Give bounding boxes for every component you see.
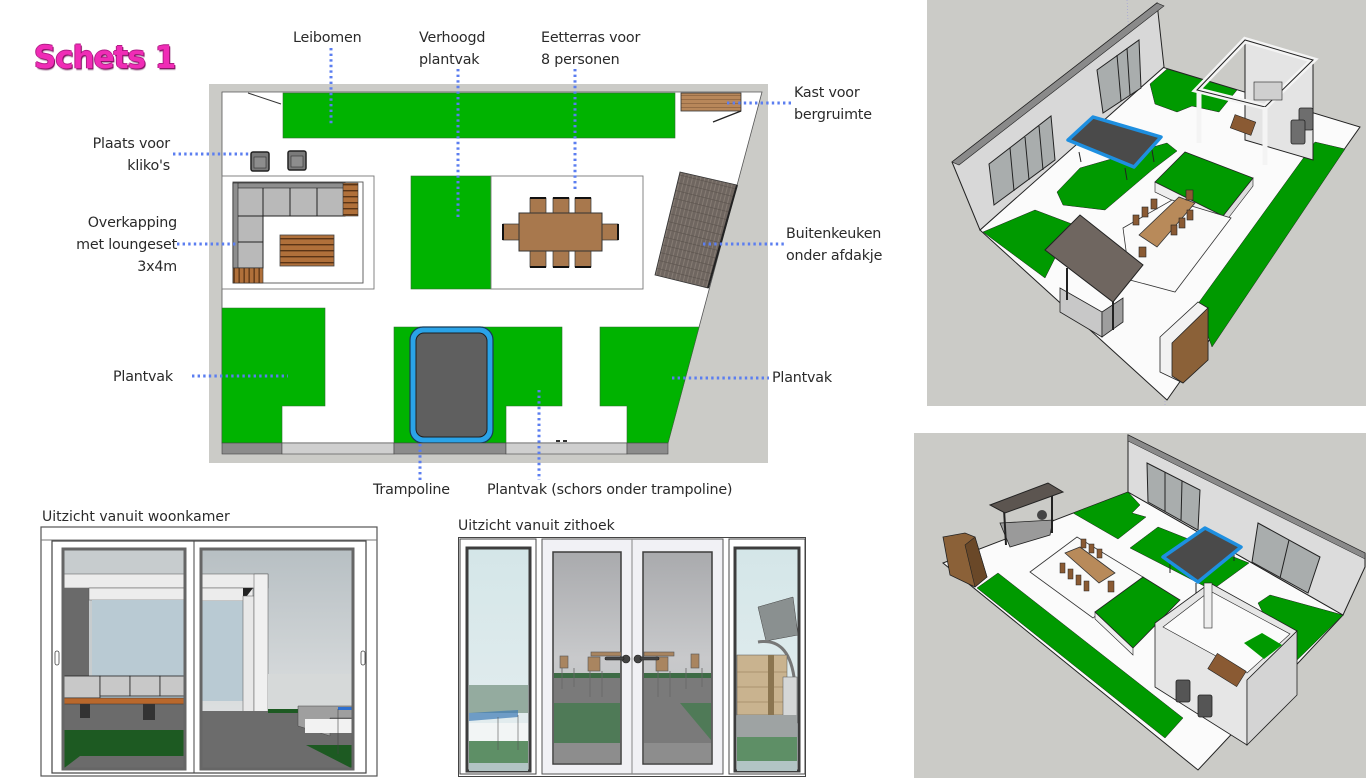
render-bottom-house-wall — [1127, 434, 1366, 616]
leibomen-bed — [282, 92, 676, 139]
dining-table — [518, 212, 603, 252]
render-bottom-trampoline — [1161, 526, 1243, 593]
label-plantvak-schors: Plantvak (schors onder trampoline) — [487, 482, 733, 498]
render-bottom-bins — [1175, 679, 1213, 718]
render-top-house-wall — [951, 2, 1165, 231]
right-door-handle — [360, 650, 366, 666]
woonkamer-left-pane-scene — [63, 549, 185, 769]
render-top-bins — [1290, 107, 1314, 145]
render-top-cabinet — [1159, 301, 1209, 384]
render-top-dining — [1122, 189, 1232, 293]
leader-lines — [173, 48, 793, 480]
label-eetterras: Eetterras voor 8 personen — [541, 30, 641, 68]
render-bottom-outdoor-kitchen — [988, 482, 1065, 548]
woonkamer-right-pane-scene — [201, 549, 353, 769]
raised-plant-bed — [410, 175, 492, 290]
zithoek-left-sidelight — [459, 538, 537, 775]
label-verhoogd-plantvak: Verhoogd plantvak — [419, 30, 486, 68]
left-door-handle — [54, 650, 60, 666]
gate-swing — [247, 92, 282, 105]
zithoek-french-doors — [541, 538, 724, 775]
label-kliko: Plaats voor kliko's — [92, 136, 171, 174]
render-top-trampoline — [1066, 115, 1163, 181]
view-title-zithoek: Uitzicht vanuit zithoek — [458, 518, 615, 534]
view-title-woonkamer: Uitzicht vanuit woonkamer — [42, 509, 230, 525]
garden-floor-plan — [173, 48, 793, 480]
render-top-plant-beds — [982, 68, 1346, 348]
door-handles — [604, 654, 660, 664]
trampoline — [409, 326, 494, 444]
render-bottom-cabinet — [942, 532, 988, 588]
label-buitenkeuken: Buitenkeuken onder afdakje — [786, 226, 883, 264]
render-bottom — [914, 433, 1366, 778]
render-bottom-raised-bed — [1094, 576, 1181, 656]
house-facade-strip — [221, 442, 669, 455]
label-leibomen: Leibomen — [293, 30, 362, 46]
label-overkapping: Overkapping met loungeset 3x4m — [76, 215, 177, 275]
label-plantvak-left: Plantvak — [113, 369, 173, 385]
kliko-bins — [250, 150, 307, 172]
render-top-pergola — [1191, 36, 1319, 165]
zithoek-right-sidelight — [728, 538, 806, 775]
storage-cabinet — [680, 92, 742, 123]
label-trampoline: Trampoline — [373, 482, 450, 498]
render-top-outdoor-kitchen — [1044, 214, 1144, 338]
zithoek-door-scene — [554, 651, 711, 763]
label-kast: Kast voor bergruimte — [794, 85, 872, 123]
view-woonkamer — [40, 526, 378, 777]
page-title: Schets 1 — [34, 40, 176, 76]
view-zithoek — [458, 537, 806, 777]
render-top — [927, 0, 1366, 406]
dining-terrace — [490, 175, 644, 290]
overkapping-lounge — [221, 175, 375, 290]
label-plantvak-right: Plantvak — [772, 370, 832, 386]
render-bottom-pergola — [1154, 582, 1298, 746]
